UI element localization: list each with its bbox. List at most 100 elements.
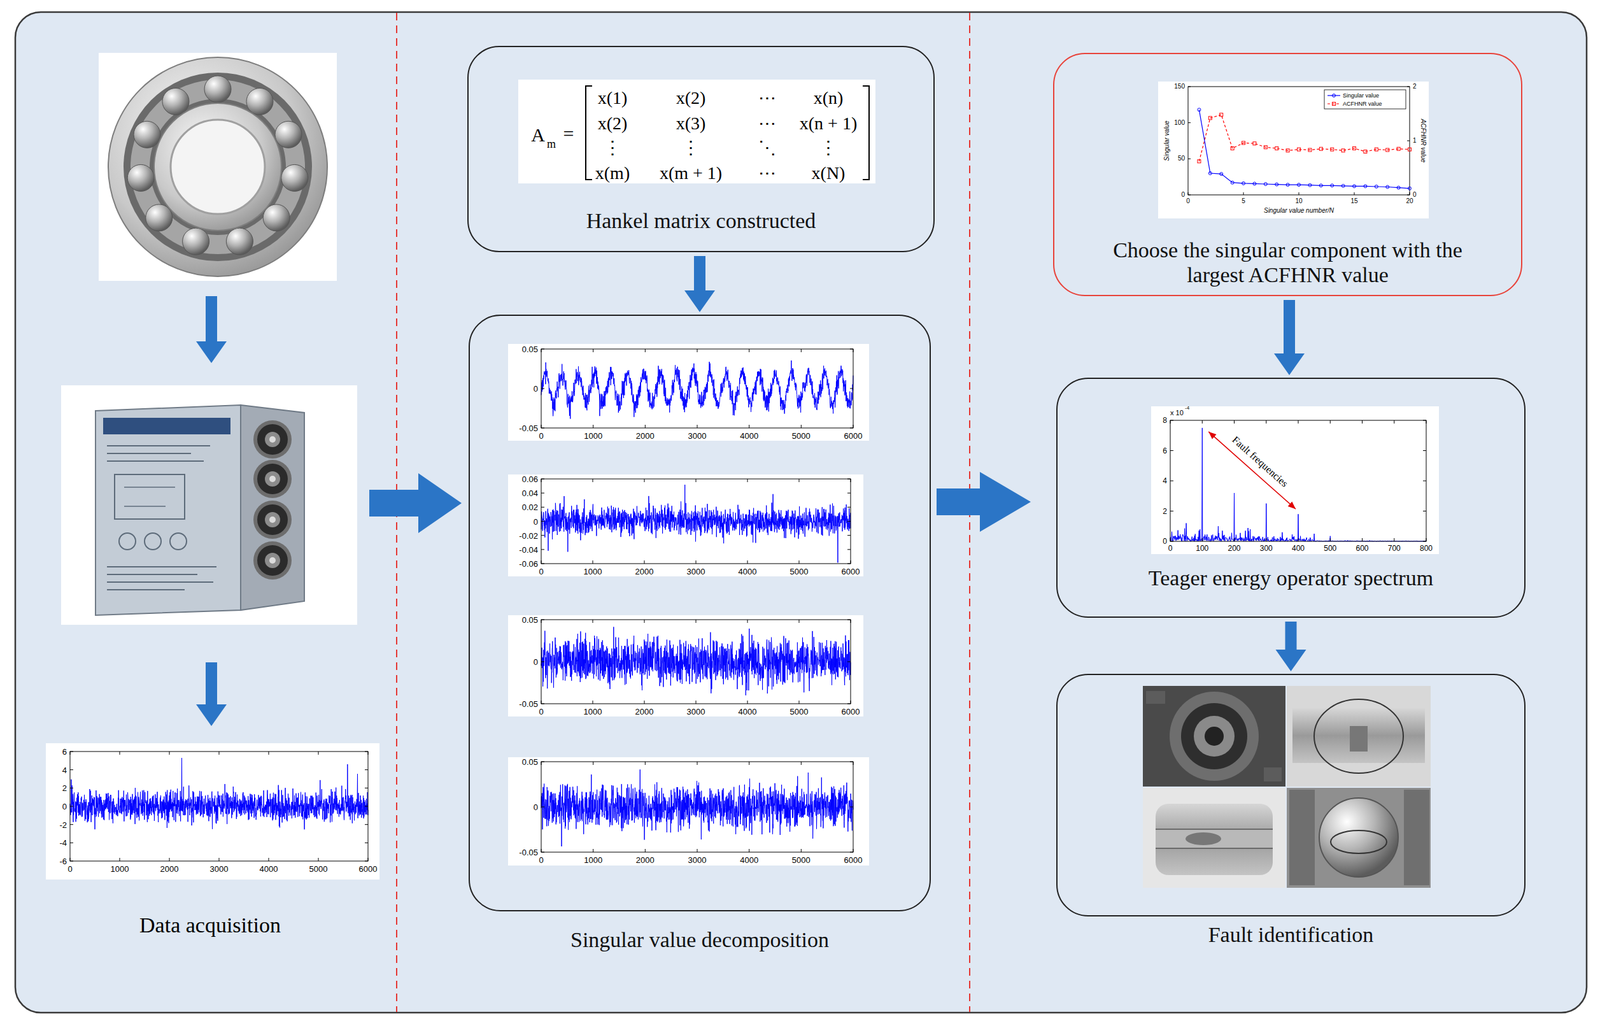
axis-tick: 150 [1174, 83, 1185, 90]
axis-tick: 1000 [583, 431, 603, 440]
matrix-entry: x(m) [595, 164, 630, 183]
matrix-symbol: = [563, 124, 575, 144]
tick-mark [1233, 538, 1235, 542]
tick-mark [849, 388, 854, 390]
axis-tick: 6000 [841, 706, 861, 716]
axis-tick: 4000 [738, 706, 758, 716]
axis-tick: 4000 [739, 855, 759, 864]
axis-tick: -2 [59, 820, 67, 829]
data-marker [1219, 113, 1224, 117]
axis-tick: 2000 [635, 566, 654, 575]
tick-mark [799, 560, 800, 564]
axis-tick: 1000 [583, 706, 603, 716]
tick-mark [644, 848, 646, 852]
matrix-entry: x(2) [676, 89, 707, 107]
tick-mark [747, 700, 749, 704]
tick-mark [1330, 538, 1331, 542]
axis-tick: 6000 [359, 863, 378, 873]
panel-title: Data acquisition [139, 914, 281, 936]
bearing-ball [275, 120, 302, 148]
tick-mark [853, 348, 854, 353]
tick-mark [1188, 86, 1191, 88]
data-marker [1330, 147, 1334, 151]
matrix-figure [518, 79, 876, 184]
tick-mark [364, 823, 369, 825]
illustration-part [106, 460, 204, 462]
plot-background [1158, 81, 1429, 219]
illustration-part [170, 119, 265, 214]
plot-background [45, 743, 380, 880]
plot-axes [541, 619, 851, 704]
data-marker [1408, 147, 1412, 151]
outer-panel [15, 12, 1587, 1013]
axis-tick: 200 [1227, 544, 1241, 553]
tick-mark [541, 506, 545, 508]
tick-mark [695, 619, 697, 623]
axis-tick: 2 [1412, 83, 1417, 90]
tick-mark [1423, 450, 1427, 451]
axis-tick: -0.04 [518, 545, 539, 554]
axis-exponent: x 10 [1170, 409, 1184, 417]
illustration-part [257, 463, 288, 495]
axis-tick: 5 [1241, 198, 1246, 205]
tick-mark [1409, 192, 1411, 195]
axis-tick: 600 [1355, 544, 1369, 553]
axis-tick: 0 [538, 431, 544, 440]
matrix-entry: ⋯ [758, 164, 777, 183]
axis-tick: 0 [67, 863, 72, 873]
illustration-part [1185, 832, 1222, 845]
tick-mark [847, 492, 851, 494]
data-marker [1286, 183, 1290, 187]
legend-text: ACFHNR value [1342, 101, 1383, 107]
data-marker [1308, 148, 1312, 152]
tick-mark [592, 700, 594, 704]
tick-mark [364, 842, 369, 843]
tick-mark [1298, 538, 1299, 542]
process-box: Choose the singular component with the l… [1053, 52, 1523, 297]
axis-tick: 0 [533, 802, 539, 812]
axis-tick: 0 [1162, 537, 1168, 546]
axis-tick: 6 [62, 747, 67, 756]
axis-tick: 0 [62, 802, 67, 811]
signal-trace [541, 360, 854, 419]
daq-module-illustration [61, 385, 358, 625]
illustration-part [144, 532, 162, 550]
tick-mark [695, 560, 697, 564]
illustration-part [1181, 702, 1248, 770]
tick-mark [70, 751, 71, 755]
illustration-part [106, 573, 198, 575]
data-marker [1374, 147, 1378, 151]
tick-mark [318, 857, 319, 861]
plot-axes [541, 761, 854, 852]
tick-mark [799, 478, 800, 482]
plot-background [1151, 406, 1439, 554]
annotation-text: Fault frequencies [1228, 432, 1292, 491]
panel-arrow [936, 471, 1031, 532]
tick-mark [1407, 194, 1410, 196]
illustration-part [264, 431, 281, 447]
axis-tick: 700 [1387, 544, 1401, 553]
tick-mark [1423, 541, 1427, 542]
illustration-part [1155, 803, 1273, 875]
illustration-part [95, 404, 241, 616]
tick-mark [748, 761, 750, 765]
box-caption: Fault identification [1057, 921, 1525, 947]
data-marker [1363, 184, 1367, 188]
data-marker [1396, 147, 1401, 151]
data-marker [1197, 108, 1201, 112]
matrix-entry: x(n) [813, 89, 844, 107]
data-marker [1341, 148, 1345, 153]
axis-tick: 0 [1168, 544, 1173, 553]
illustration-part [257, 424, 288, 455]
tick-mark [1202, 538, 1203, 542]
axis-tick: 6 [1162, 446, 1168, 455]
tick-mark [1170, 420, 1174, 421]
illustration-part [154, 103, 282, 231]
tick-mark [800, 424, 802, 428]
illustration-part [253, 459, 292, 498]
illustration-part [585, 85, 593, 180]
axis-tick: -0.02 [518, 530, 539, 540]
axis-tick: 6000 [844, 855, 863, 864]
tick-mark [364, 751, 369, 752]
signal-trace [70, 757, 369, 829]
